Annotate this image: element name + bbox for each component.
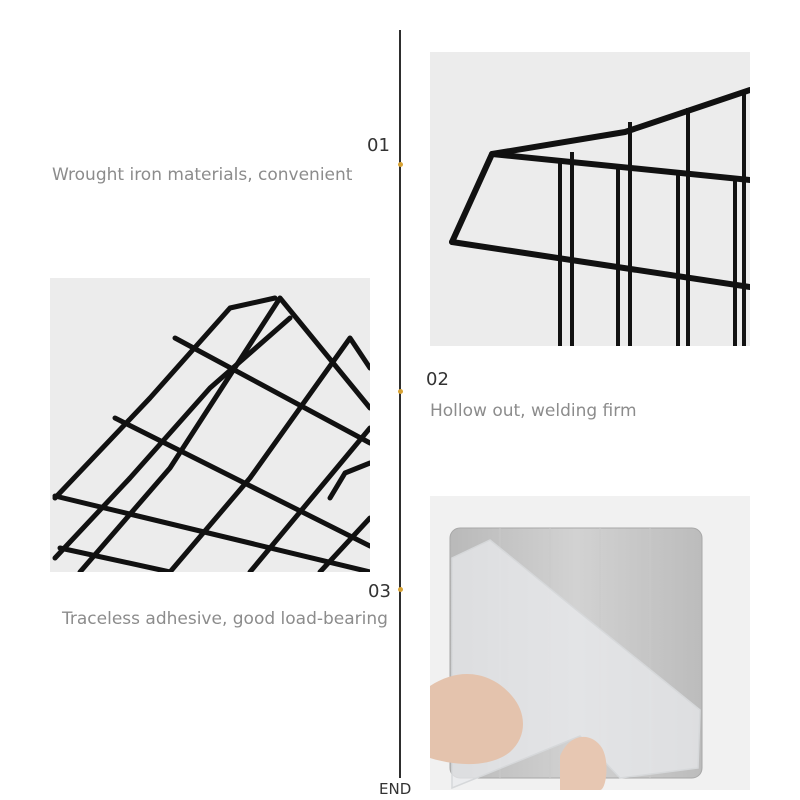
section-number-01: 01 (367, 135, 390, 156)
section-caption-02: Hollow out, welding firm (430, 401, 637, 421)
section-caption-01: Wrought iron materials, convenient (52, 165, 353, 185)
section-number-03: 03 (368, 581, 391, 602)
section-caption-03: Traceless adhesive, good load-bearing (62, 609, 388, 629)
timeline-line (399, 30, 401, 778)
wire-mesh-closeup-photo (50, 278, 370, 572)
section-number-02: 02 (426, 369, 449, 390)
timeline-dot-02 (397, 389, 403, 394)
timeline-dot-01 (397, 162, 403, 167)
wire-basket-corner-photo (430, 52, 750, 346)
end-label: END (379, 780, 412, 798)
timeline-dot-03 (397, 587, 403, 592)
adhesive-sticker-photo (430, 496, 750, 790)
